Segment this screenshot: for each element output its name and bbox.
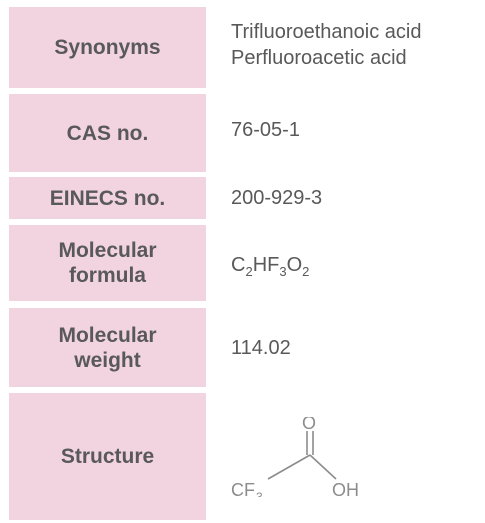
formula-hf: HF xyxy=(252,254,280,276)
molecular-formula-label: Molecular formula xyxy=(9,225,206,301)
molecular-weight-label: Molecular weight xyxy=(9,308,206,387)
molecular-weight-label-line-2: weight xyxy=(74,348,141,372)
molecular-formula: C2HF3O2 xyxy=(231,252,485,278)
structure-cf-subscript: 3 xyxy=(256,490,263,497)
molecular-weight-value: 114.02 xyxy=(231,308,485,387)
formula-c: C xyxy=(231,254,246,276)
synonyms-label: Synonyms xyxy=(9,7,206,88)
bond-c-oh xyxy=(309,454,337,480)
synonym-2: Perfluoroacetic acid xyxy=(231,46,407,69)
einecs-value: 200-929-3 xyxy=(231,177,485,219)
synonyms-value: Trifluoroethanoic acid Perfluoroacetic a… xyxy=(231,1,485,88)
structure-carbonyl-o: O xyxy=(302,417,316,433)
structure-label: Structure xyxy=(9,393,206,520)
formula-f-count: 3 xyxy=(279,264,287,279)
structure-label-text: Structure xyxy=(60,445,155,468)
trifluoroacetic-acid-structure: O CF 3 OH xyxy=(231,417,359,497)
molecular-weight-label-line-1: Molecular xyxy=(58,323,157,347)
formula-o-count: 2 xyxy=(302,264,310,279)
formula-c-count: 2 xyxy=(245,264,253,279)
molecular-formula-value: C2HF3O2 xyxy=(231,229,485,301)
einecs-number: 200-929-3 xyxy=(231,187,323,209)
synonyms-label-text: Synonyms xyxy=(54,36,161,59)
einecs-row: EINECS no. 200-929-3 xyxy=(0,177,485,219)
einecs-label-text: EINECS no. xyxy=(49,186,166,210)
cas-label-text: CAS no. xyxy=(66,121,149,145)
cas-row: CAS no. 76-05-1 xyxy=(0,94,485,172)
molecular-formula-label-line-2: formula xyxy=(68,264,146,287)
molecular-formula-row: Molecular formula C2HF3O2 xyxy=(0,225,485,301)
molecular-formula-label-line-1: Molecular xyxy=(58,239,157,262)
synonyms-row: Synonyms Trifluoroethanoic acid Perfluor… xyxy=(0,7,485,88)
molecular-weight: 114.02 xyxy=(231,336,291,359)
cas-value: 76-05-1 xyxy=(231,88,485,172)
structure-cf: CF xyxy=(231,480,255,497)
synonym-1: Trifluoroethanoic acid xyxy=(231,20,422,43)
structure-oh: OH xyxy=(332,480,359,497)
bond-cf3-c xyxy=(267,454,311,480)
cas-label: CAS no. xyxy=(9,94,206,172)
einecs-label: EINECS no. xyxy=(9,177,206,219)
formula-o: O xyxy=(286,254,303,276)
molecular-weight-row: Molecular weight 114.02 xyxy=(0,308,485,387)
structure-row: Structure O CF 3 OH xyxy=(0,393,485,520)
cas-number: 76-05-1 xyxy=(231,119,300,141)
